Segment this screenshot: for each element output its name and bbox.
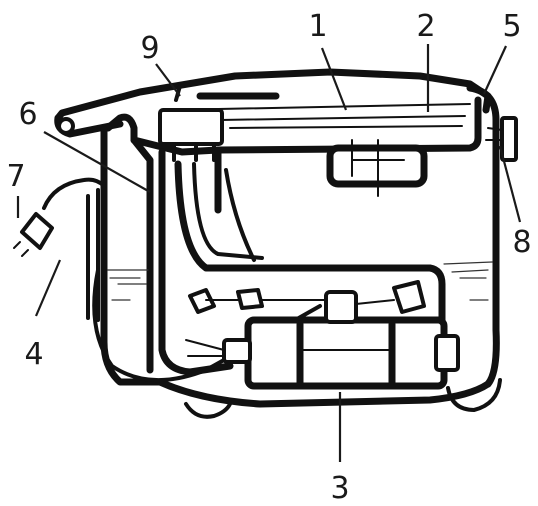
leader-6: [43, 131, 151, 193]
leader-9: [155, 63, 181, 97]
label-6: 6: [18, 97, 37, 132]
leader-lines: [16, 44, 522, 462]
leader-4: [34, 259, 62, 317]
lid-hinge-icon: [57, 117, 75, 135]
label-5: 5: [502, 9, 521, 44]
label-1: 1: [308, 9, 327, 44]
water-surface: [107, 261, 493, 301]
wheels: [184, 378, 502, 419]
pump-unit: [185, 280, 460, 390]
label-3: 3: [330, 471, 349, 506]
leader-8: [498, 145, 522, 223]
label-4: 4: [24, 337, 43, 372]
label-9: 9: [140, 31, 159, 66]
lid-latch: [485, 116, 518, 162]
callout-labels: 1 2 3 4 5 6 7 8 9: [6, 9, 531, 506]
float-valve: [158, 84, 280, 162]
tank-lid: [54, 68, 492, 138]
leader-1: [320, 47, 348, 111]
pump-chamber: [158, 146, 446, 376]
power-plug-icon: [13, 212, 54, 257]
tank-body: [86, 84, 500, 408]
label-8: 8: [512, 225, 531, 260]
leader-5: [483, 45, 507, 95]
filter-element: [326, 139, 428, 197]
label-2: 2: [416, 9, 435, 44]
label-7: 7: [6, 159, 25, 194]
